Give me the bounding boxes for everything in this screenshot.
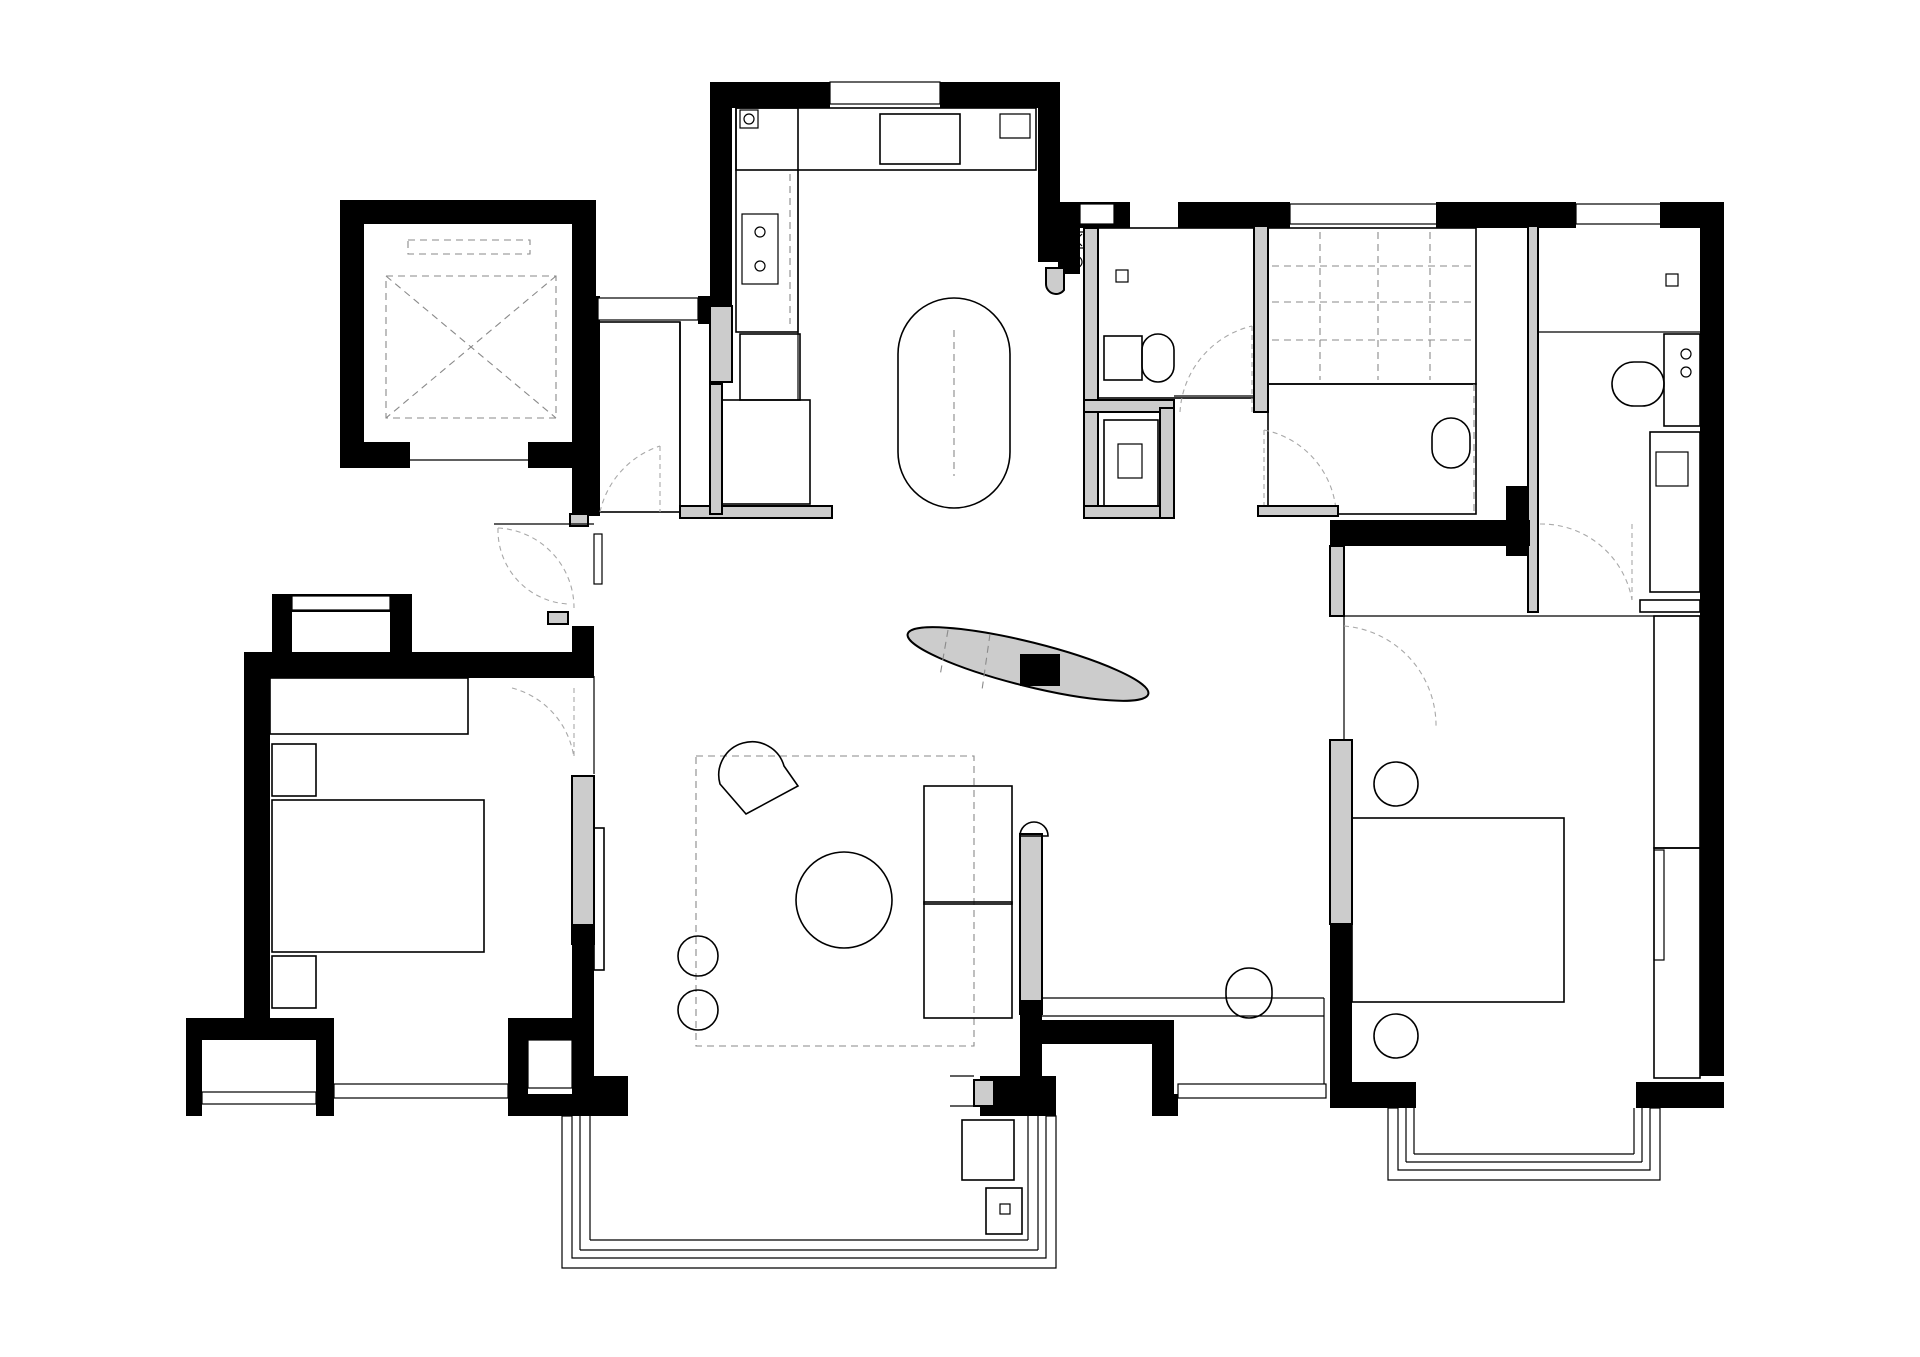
bay-center [561, 1115, 1057, 1269]
kitchen [679, 81, 1060, 519]
dining-table [897, 297, 1011, 509]
central-partition [950, 821, 1327, 1116]
bathroom-1 [1045, 202, 1261, 519]
bay-left [186, 1018, 628, 1116]
island-ellipse [906, 626, 1150, 702]
entry-vestibule [569, 296, 726, 527]
bathroom-2 [1527, 202, 1724, 1076]
storage-room [1253, 202, 1532, 556]
bedroom-left [244, 527, 605, 1104]
bedroom-right [1329, 520, 1724, 1181]
elevator-shaft [340, 200, 596, 468]
living-area [677, 740, 1013, 1047]
entry-door [494, 523, 594, 625]
